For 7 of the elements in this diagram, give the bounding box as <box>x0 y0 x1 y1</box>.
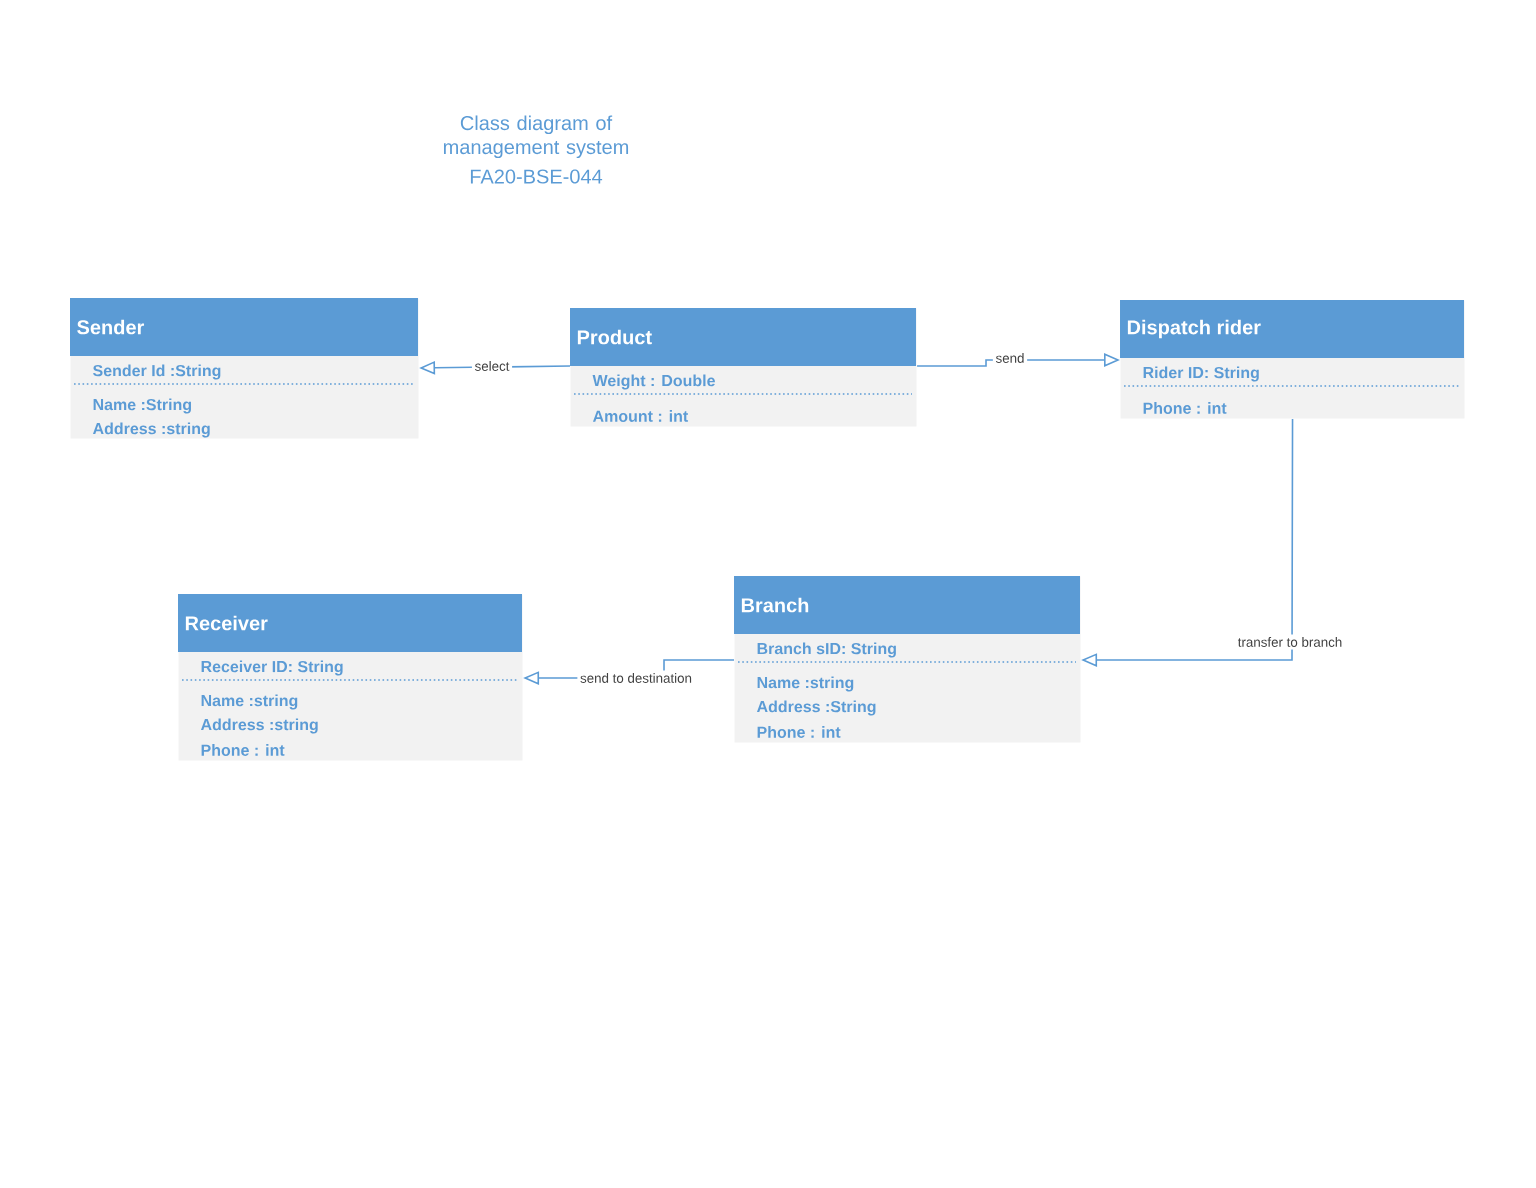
class-box: Branch Branch sID: String Name :string Address :String Phone : int <box>734 576 1081 743</box>
title: Class diagram of management system <box>443 115 629 159</box>
subtitle: FA20-BSE-044 <box>470 169 603 184</box>
class-box: Dispatch rider Rider ID: String Phone : int <box>1120 300 1465 419</box>
class-box: Product Weight : Double Amount : int <box>570 308 917 427</box>
class-box: Sender Sender Id :String Name :String Address :string <box>70 298 419 439</box>
class-box: Receiver Receiver ID: String Name :string Address :string Phone : int <box>178 594 523 761</box>
